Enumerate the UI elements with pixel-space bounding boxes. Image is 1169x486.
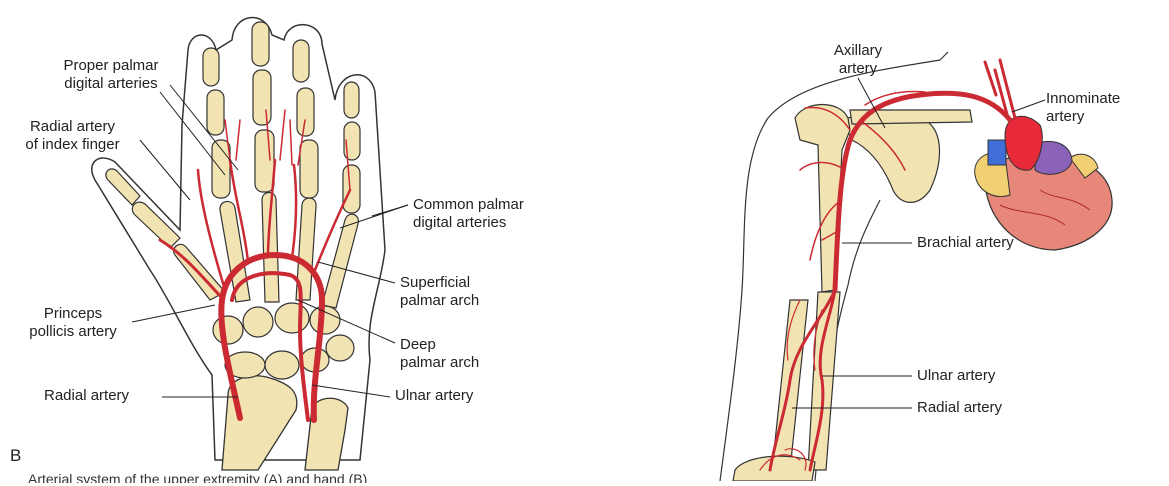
label-superficial-arch-line2: palmar arch [400,292,479,310]
wrist-bones [733,456,815,481]
label-superficial-arch: Superficial palmar arch [400,274,479,310]
label-radial-artery-hand: Radial artery [44,387,129,405]
label-proper-palmar: Proper palmar digital arteries [36,57,186,93]
label-axillary: Axillary artery [808,42,908,78]
label-radial-index-line2: of index finger [10,136,135,154]
label-axillary-line2: artery [808,60,908,78]
label-ulnar-arm: Ulnar artery [917,367,995,385]
label-princeps-line2: pollicis artery [8,323,138,341]
label-princeps: Princeps pollicis artery [8,305,138,341]
figure-caption: Arterial system of the upper extremity (… [28,471,367,483]
label-princeps-line1: Princeps [8,305,138,323]
label-common-palmar: Common palmar digital arteries [413,196,524,232]
label-radial-index-line1: Radial artery [10,118,135,136]
label-deep-arch-line2: palmar arch [400,354,479,372]
label-innominate: Innominate artery [1046,90,1120,126]
label-innominate-line2: artery [1046,108,1120,126]
label-axillary-line1: Axillary [808,42,908,60]
label-radial-index: Radial artery of index finger [10,118,135,154]
label-deep-arch-line1: Deep [400,336,479,354]
label-ulnar-artery-hand: Ulnar artery [395,387,473,405]
label-proper-palmar-line2: digital arteries [36,75,186,93]
label-deep-arch: Deep palmar arch [400,336,479,372]
heart [975,116,1112,250]
forearm-bones [808,292,840,470]
label-common-palmar-line1: Common palmar [413,196,524,214]
panel-letter: B [10,446,21,466]
label-common-palmar-line2: digital arteries [413,214,524,232]
label-radial-arm: Radial artery [917,399,1002,417]
label-superficial-arch-line1: Superficial [400,274,479,292]
label-proper-palmar-line1: Proper palmar [36,57,186,75]
label-brachial: Brachial artery [917,234,1014,252]
label-innominate-line1: Innominate [1046,90,1120,108]
